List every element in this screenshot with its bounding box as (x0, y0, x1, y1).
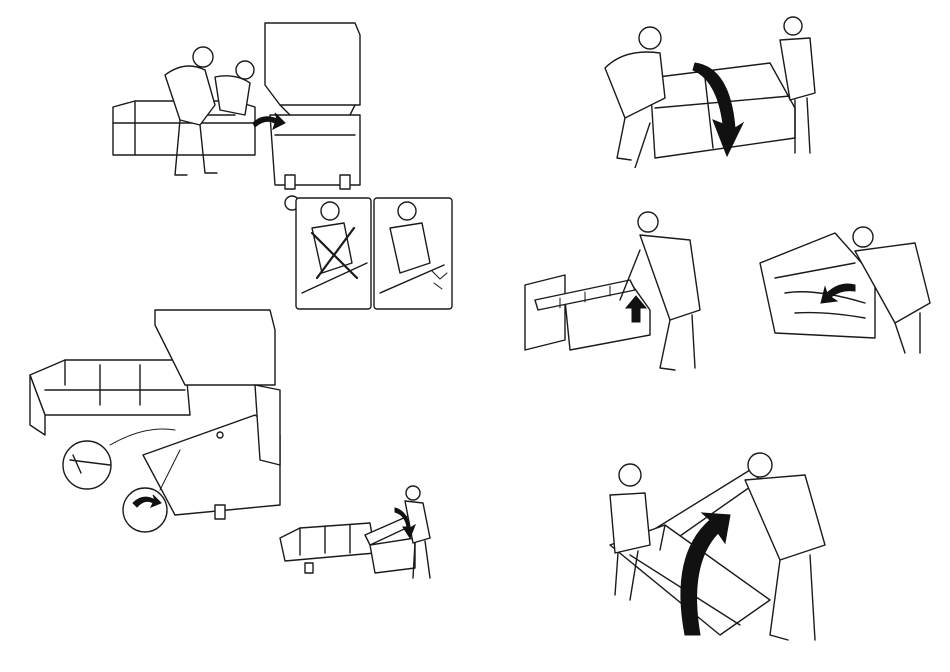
step-lift-cushion (520, 210, 720, 375)
lift-cushion-icon (520, 210, 720, 375)
step-open-storage (105, 15, 375, 195)
step-tilt-module (595, 8, 820, 168)
wrench-detail-icon (123, 488, 167, 532)
step-grip-comparison (282, 193, 457, 311)
bolt-detail-icon (63, 441, 111, 489)
bolt-connection-icon (25, 305, 290, 535)
raise-module-icon (600, 435, 830, 650)
fill-storage-icon (755, 223, 940, 358)
close-lid-icon (275, 483, 445, 588)
tilt-module-icon (595, 8, 820, 168)
step-raise-module (600, 435, 830, 650)
step-close-lid (275, 483, 445, 588)
open-storage-icon (105, 15, 375, 195)
step-fill-storage (755, 223, 940, 358)
step-bolt-connection (25, 305, 290, 535)
correct-incorrect-grip-icon (282, 193, 457, 311)
